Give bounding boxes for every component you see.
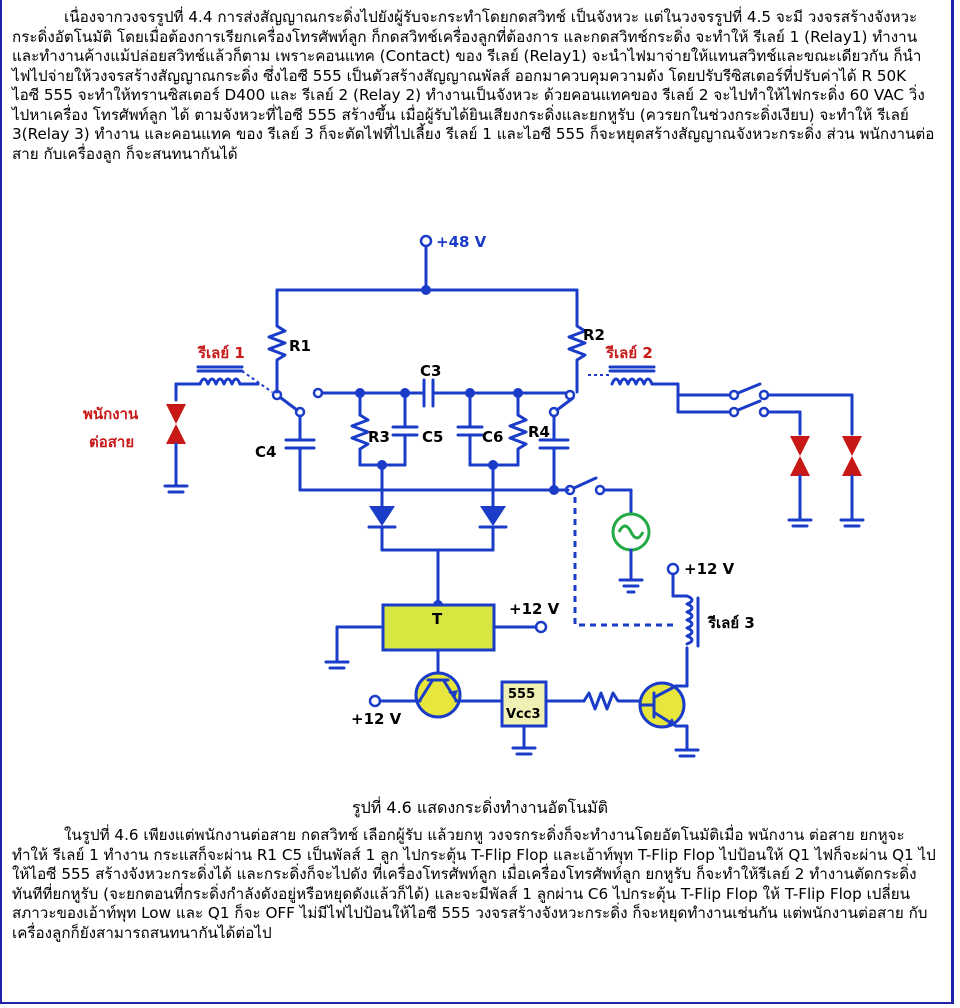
ic-555 bbox=[500, 680, 548, 728]
ground-ext2 bbox=[839, 518, 865, 528]
resistor-r4 bbox=[508, 413, 528, 467]
transistor-q1 bbox=[414, 671, 462, 719]
label-c3: C3 bbox=[420, 362, 441, 380]
ground-ic bbox=[511, 746, 537, 756]
label-c6: C6 bbox=[482, 428, 503, 446]
label-r4: R4 bbox=[528, 423, 550, 441]
label-12v-ff: +12 V bbox=[509, 600, 560, 618]
ground-ac bbox=[618, 578, 644, 594]
resistor-r3 bbox=[350, 413, 370, 467]
ac-source bbox=[611, 512, 651, 552]
explanation-paragraph: ในรูปที่ 4.6 เพียงแต่พนักงานต่อสาย กดสวิ… bbox=[12, 826, 936, 942]
label-r2: R2 bbox=[583, 326, 605, 344]
bell-operator bbox=[166, 404, 186, 444]
label-c4: C4 bbox=[255, 443, 276, 461]
resistor-base bbox=[582, 691, 642, 711]
resistor-r1 bbox=[267, 318, 287, 394]
t-flip-flop bbox=[381, 603, 496, 652]
label-relay1: รีเลย์ 1 bbox=[197, 344, 245, 362]
relay2-coil bbox=[608, 365, 656, 386]
ground-ff bbox=[324, 660, 350, 670]
label-ic-line1: 555 bbox=[508, 687, 535, 702]
diode-right bbox=[478, 506, 508, 529]
figure-caption: รูปที่ 4.6 แสดงกระดิ่งทำงานอัตโนมัติ bbox=[351, 798, 608, 817]
label-48v: +48 V bbox=[436, 233, 487, 251]
label-r1: R1 bbox=[289, 337, 311, 355]
capacitor-c3 bbox=[413, 378, 442, 408]
label-relay2: รีเลย์ 2 bbox=[605, 344, 653, 362]
diode-left bbox=[367, 506, 397, 529]
resistor-r2 bbox=[567, 318, 587, 394]
label-ic-line2: Vcc3 bbox=[506, 707, 541, 722]
transistor-q2 bbox=[638, 681, 686, 729]
label-operator-2: ต่อสาย bbox=[89, 433, 134, 451]
label-operator-1: พนักงาน bbox=[83, 405, 139, 423]
label-c5: C5 bbox=[422, 428, 443, 446]
label-12v-top: +12 V bbox=[684, 560, 735, 578]
relay3-coil bbox=[685, 594, 700, 648]
label-ff: T bbox=[432, 610, 443, 628]
bell-extension-1 bbox=[790, 436, 810, 476]
ground-q2 bbox=[674, 748, 700, 758]
ground-operator bbox=[163, 484, 189, 494]
ground-ext1 bbox=[787, 518, 813, 528]
bell-extension-2 bbox=[842, 436, 862, 476]
label-relay3: รีเลย์ 3 bbox=[707, 614, 755, 632]
label-r3: R3 bbox=[368, 428, 390, 446]
intro-paragraph: เนื่องจากวงจรรูปที่ 4.4 การส่งสัญญาณกระด… bbox=[12, 8, 935, 163]
label-12v-q1: +12 V bbox=[351, 710, 402, 728]
relay1-coil bbox=[196, 365, 244, 386]
